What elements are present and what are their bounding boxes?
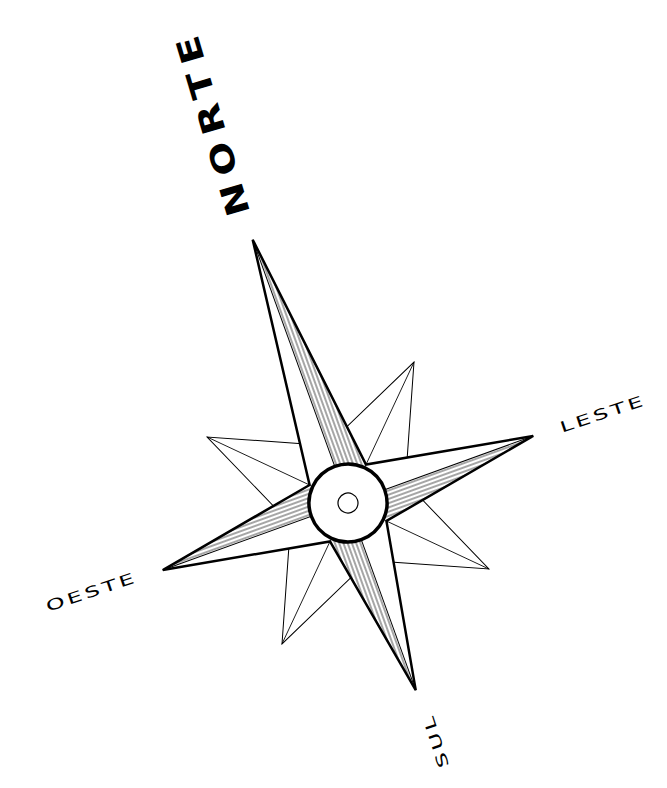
hub-circle (298, 453, 398, 553)
direction-label: OESTE (44, 570, 139, 614)
main-axis (253, 240, 416, 690)
arm-half (253, 230, 377, 503)
rose-group (67, 173, 601, 758)
main-axis (163, 436, 533, 570)
direction-label: NORTE (169, 24, 255, 220)
direction-label: LESTE (558, 393, 648, 435)
star-outline (67, 173, 601, 758)
arm-hatch (253, 230, 377, 503)
direction-label: SUL (420, 711, 452, 769)
hub-dot (335, 490, 361, 516)
